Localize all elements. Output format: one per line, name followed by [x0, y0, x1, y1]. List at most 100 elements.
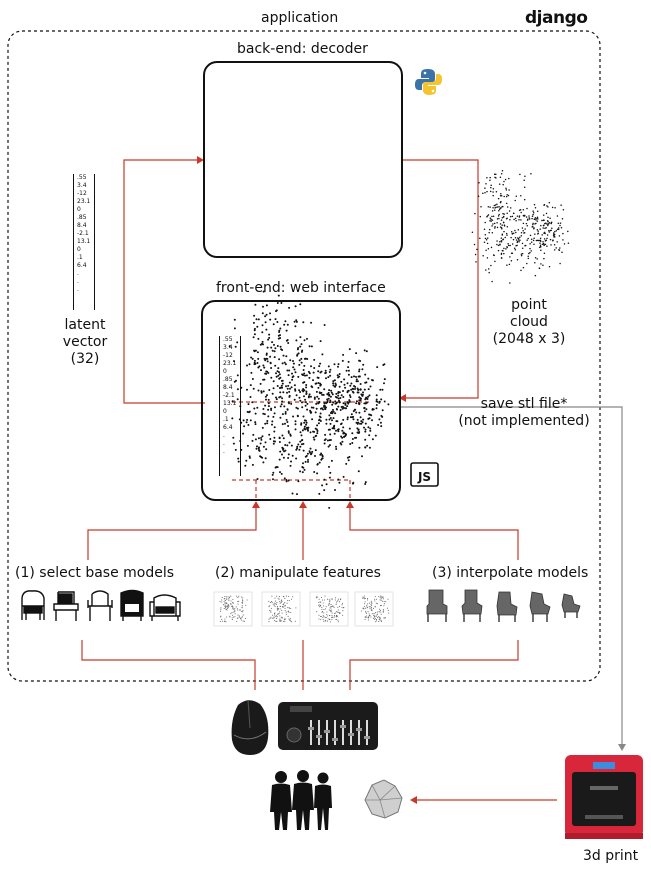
- cloud-point: [534, 257, 537, 259]
- cloud-point: [285, 385, 287, 388]
- feature-model-point: [279, 608, 281, 610]
- cloud-point: [540, 224, 542, 227]
- feature-model-point: [221, 601, 223, 603]
- cloud-point: [498, 183, 501, 185]
- cloud-point: [547, 216, 549, 218]
- flow-latent-to-decoder: [123, 159, 205, 404]
- cloud-point: [250, 356, 253, 359]
- feature-model-point: [379, 597, 381, 599]
- cloud-point: [291, 378, 294, 381]
- feature-model-point: [234, 609, 236, 611]
- feature-model-point: [284, 618, 287, 620]
- cloud-point: [521, 252, 524, 255]
- cloud-point: [493, 204, 496, 207]
- feature-model-point: [273, 617, 275, 619]
- cloud-point: [372, 408, 375, 411]
- cloud-point: [506, 246, 508, 249]
- feature-model-point: [337, 619, 339, 621]
- cloud-point: [348, 427, 351, 430]
- feature-model-point: [287, 607, 289, 609]
- cloud-point: [286, 444, 289, 447]
- cloud-point: [306, 358, 309, 360]
- cloud-point: [533, 227, 535, 229]
- cloud-point: [522, 266, 525, 269]
- cloud-point: [523, 186, 526, 188]
- cloud-point: [232, 442, 235, 445]
- step3-label: (3) interpolate models: [432, 565, 589, 581]
- cloud-point: [260, 391, 263, 394]
- cloud-point: [258, 365, 261, 368]
- cloud-point: [520, 254, 523, 257]
- save-label-line2: (not implemented): [458, 413, 590, 429]
- cloud-point: [524, 228, 526, 230]
- cloud-point: [383, 363, 386, 366]
- feature-model-point: [283, 603, 285, 605]
- cloud-point: [328, 439, 331, 442]
- cloud-point: [322, 393, 325, 396]
- cloud-point: [305, 454, 308, 457]
- feature-model-point: [370, 608, 373, 610]
- cloud-point: [379, 388, 382, 391]
- cloud-point: [333, 432, 336, 435]
- cloud-point: [479, 237, 481, 240]
- 3d-print-object-icon: [364, 779, 403, 819]
- cloud-point: [557, 227, 560, 229]
- cloud-point: [265, 353, 268, 356]
- feature-model-point: [230, 600, 232, 602]
- cloud-point: [498, 217, 500, 220]
- cloud-point: [331, 393, 334, 396]
- cloud-point: [353, 385, 355, 387]
- cloud-point: [487, 268, 490, 270]
- cloud-point: [536, 220, 539, 222]
- cloud-point: [499, 240, 501, 243]
- cloud-point: [269, 318, 272, 321]
- feature-model-point: [368, 616, 370, 618]
- feature-model-point: [321, 607, 323, 609]
- point-label-line3: (2048 x 3): [492, 331, 566, 347]
- feature-model-point: [230, 613, 232, 615]
- cloud-point: [534, 216, 537, 219]
- feature-model-point: [271, 617, 273, 619]
- cloud-point: [332, 384, 335, 387]
- feature-model-point: [371, 609, 373, 611]
- cloud-point: [273, 412, 276, 415]
- feature-model-point: [290, 611, 292, 614]
- cloud-point: [242, 419, 245, 422]
- cloud-point: [516, 237, 519, 239]
- cloud-point: [505, 232, 508, 235]
- cloud-point: [503, 225, 506, 227]
- cloud-point: [232, 436, 235, 439]
- cloud-point: [328, 389, 331, 392]
- feature-model-point: [331, 612, 333, 614]
- cloud-point: [500, 257, 503, 259]
- cloud-point: [375, 407, 378, 410]
- cloud-point: [308, 393, 311, 396]
- feature-model-point: [372, 617, 374, 619]
- cloud-point: [251, 357, 254, 360]
- cloud-point: [300, 434, 303, 437]
- cloud-point: [367, 426, 370, 429]
- cloud-point: [498, 213, 500, 216]
- cloud-point: [276, 345, 279, 347]
- cloud-point: [307, 460, 309, 463]
- cloud-point: [270, 407, 273, 410]
- cloud-point: [318, 492, 321, 495]
- cloud-point: [283, 323, 286, 326]
- feature-model-point: [226, 605, 228, 607]
- feature-model-point: [328, 604, 330, 606]
- feature-model-point: [236, 620, 238, 623]
- feature-model-point: [241, 610, 243, 613]
- feature-model-point: [278, 612, 280, 614]
- feature-model-point: [362, 597, 364, 600]
- latent-value: 8.4: [223, 384, 233, 391]
- cloud-point: [348, 394, 351, 397]
- cloud-point: [509, 244, 511, 247]
- cloud-point: [264, 422, 267, 425]
- cloud-point: [489, 179, 491, 182]
- cloud-point: [498, 210, 500, 212]
- cloud-point: [264, 457, 267, 460]
- cloud-point: [557, 228, 560, 231]
- feature-model-point: [224, 596, 226, 598]
- cloud-point: [343, 378, 346, 381]
- cloud-point: [246, 388, 248, 391]
